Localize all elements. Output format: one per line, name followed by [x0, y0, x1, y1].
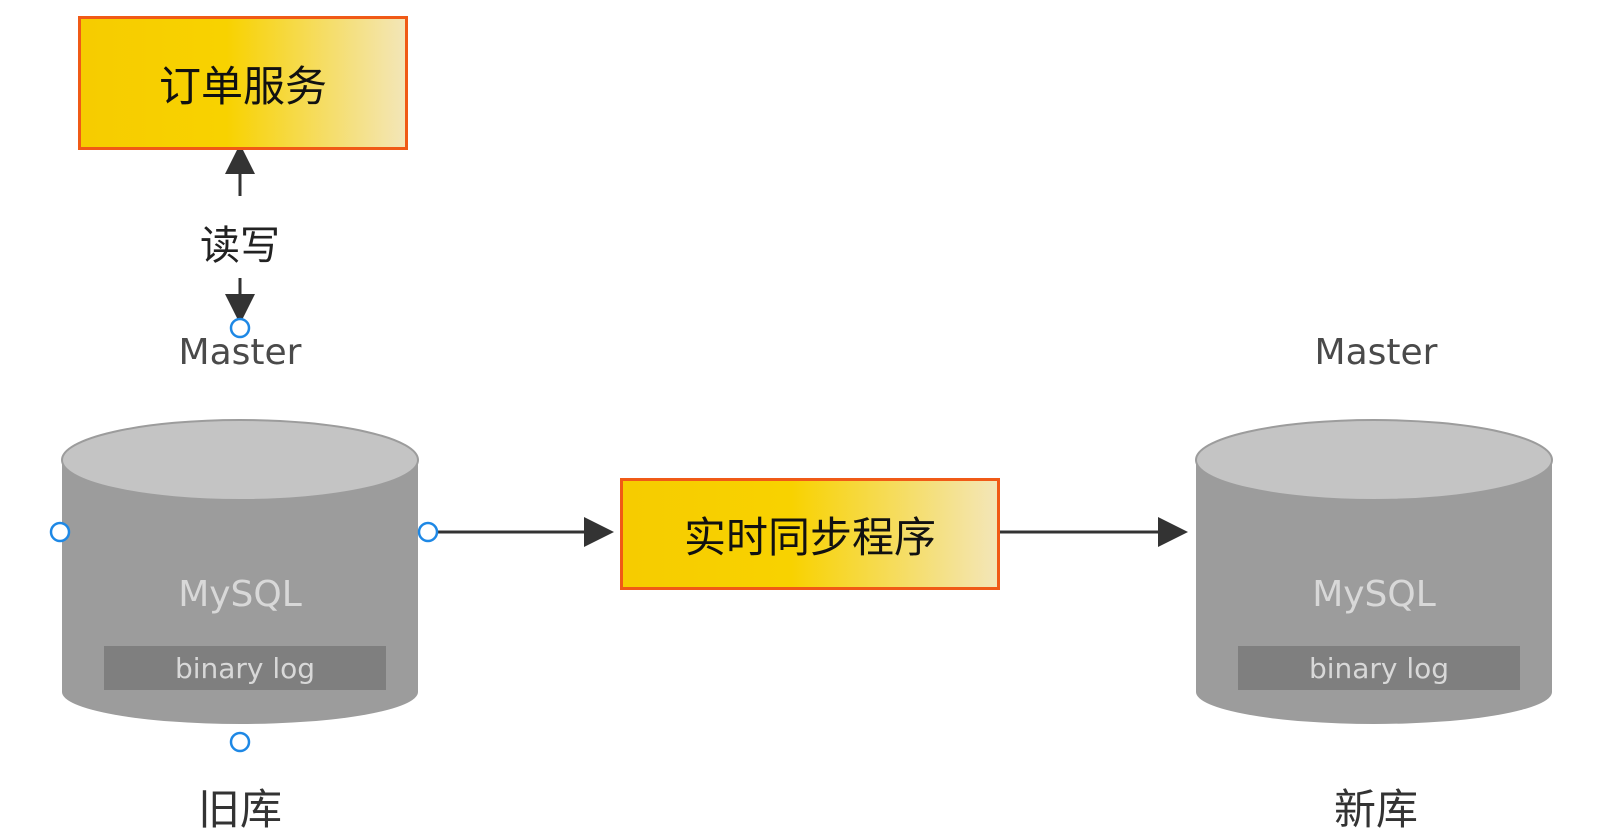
old-db-role-label: Master	[178, 332, 302, 373]
new-db-log-text: binary log	[1309, 652, 1449, 685]
new-db-cylinder[interactable]: MySQL binary log	[1195, 419, 1553, 724]
anchor-left[interactable]	[49, 521, 71, 543]
order-service-box[interactable]: 订单服务	[78, 16, 408, 150]
new-db-engine-text: MySQL	[1312, 574, 1436, 615]
anchor-top[interactable]	[229, 317, 251, 339]
old-db-name-label: 旧库	[197, 785, 282, 834]
read-write-label: 读写	[192, 216, 288, 276]
sync-program-label: 实时同步程序	[683, 512, 936, 562]
old-db-cylinder[interactable]: MySQL binary log	[61, 419, 419, 724]
old-db-log-text: binary log	[175, 652, 315, 685]
sync-program-box[interactable]: 实时同步程序	[620, 478, 1000, 590]
new-db-log-band	[1238, 646, 1520, 690]
old-db-log-band	[104, 646, 386, 690]
new-db-name-label: 新库	[1333, 785, 1418, 834]
order-service-label: 订单服务	[158, 61, 327, 111]
anchor-bottom[interactable]	[229, 731, 251, 753]
old-db-engine-text: MySQL	[178, 574, 302, 615]
new-db-role-label: Master	[1314, 332, 1438, 373]
anchor-right[interactable]	[417, 521, 439, 543]
